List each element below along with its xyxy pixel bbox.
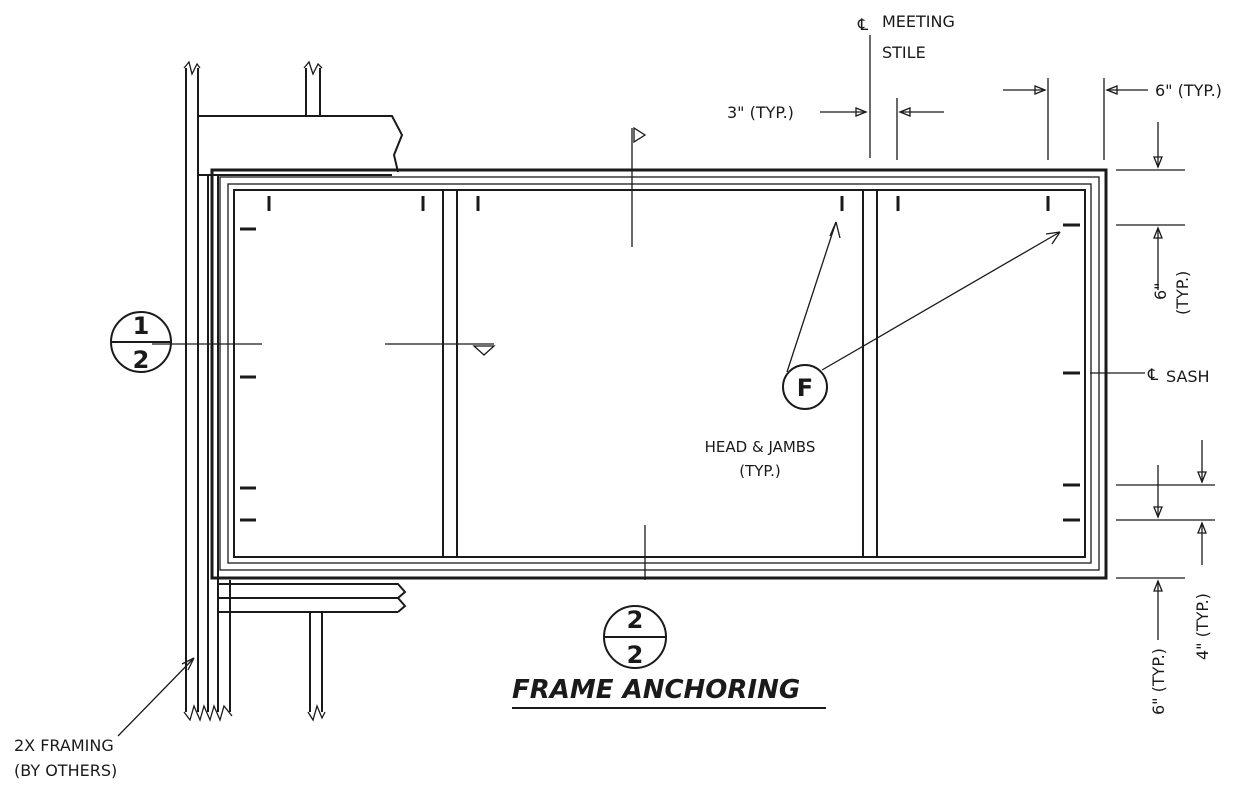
section-callout-1-2: 1 2 [110, 311, 172, 374]
meeting-stile-label-line1: MEETING [882, 12, 955, 31]
dim-6-typ-right-num: 6" [1151, 282, 1170, 300]
anchor-tag-f: F HEAD & JAMBS (TYP.) [705, 221, 1061, 480]
anchor-marks-head [267, 196, 1050, 211]
anchor-tag-letter: F [797, 374, 813, 402]
meeting-stile-label-line2: STILE [882, 43, 926, 62]
meeting-stiles [442, 190, 878, 557]
drawing-title-text: FRAME ANCHORING [512, 675, 800, 705]
centerline-symbol-stile: ℄ [857, 15, 869, 34]
dim-4-typ-text: 4" (TYP.) [1193, 593, 1212, 660]
meeting-stile-centerline: ℄ MEETING STILE [857, 12, 955, 158]
framing-label-line2: (BY OTHERS) [14, 761, 117, 780]
callout-1-2-bottom: 2 [133, 346, 150, 374]
anchor-marks-jambs [240, 223, 1080, 522]
callout-1-2-top: 1 [133, 312, 150, 340]
section-callout-2-2: 2 2 [603, 605, 667, 669]
centerline-symbol-sash: ℄ [1147, 365, 1159, 384]
dim-3-typ-text: 3" (TYP.) [727, 103, 794, 122]
sash-label: SASH [1166, 367, 1210, 386]
sill-member [218, 583, 407, 722]
dim-6-typ-bottom-text: 6" (TYP.) [1149, 648, 1168, 715]
drawing-title: FRAME ANCHORING [512, 675, 826, 709]
window-frame [210, 168, 1108, 580]
head-jambs-label-line1: HEAD & JAMBS [705, 438, 816, 456]
wall-framing [183, 60, 233, 722]
framing-label-line1: 2X FRAMING [14, 736, 114, 755]
section-cut-lines [152, 126, 647, 580]
callout-2-2-bottom: 2 [627, 641, 644, 669]
right-dimensions: 6" (TYP.) ℄ SASH 4" (TYP.) 6" (TYP.) [1090, 122, 1215, 715]
callout-2-2-top: 2 [627, 606, 644, 634]
dim-6-typ-right-typ: (TYP.) [1173, 271, 1192, 315]
dimension-3-typ: 3" (TYP.) [727, 98, 944, 160]
dim-6-typ-top-text: 6" (TYP.) [1155, 81, 1222, 100]
dimension-6-typ-top: 6" (TYP.) [1003, 78, 1222, 160]
framing-callout: 2X FRAMING (BY OTHERS) [14, 657, 195, 780]
header-member [198, 60, 404, 176]
head-jambs-label-line2: (TYP.) [739, 462, 781, 480]
